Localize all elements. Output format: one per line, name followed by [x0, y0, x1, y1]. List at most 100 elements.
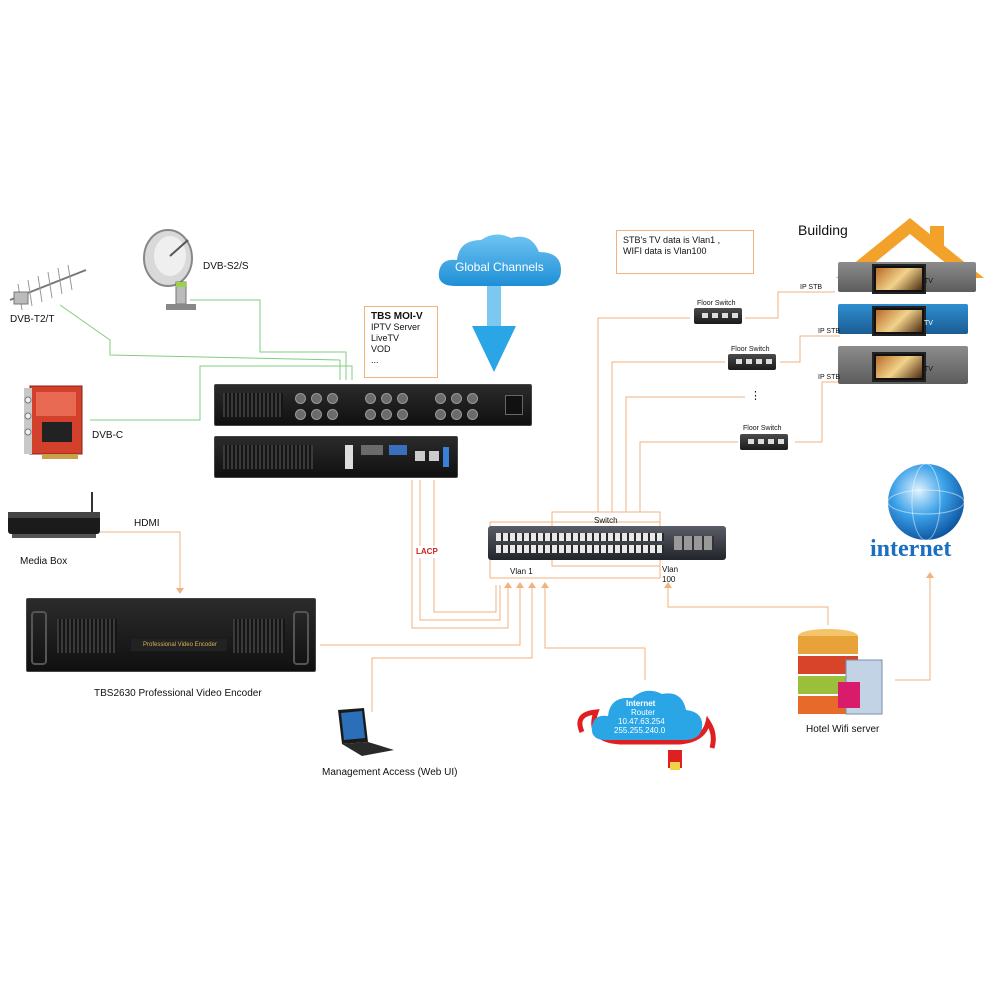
label-internet: internet [870, 536, 952, 562]
server-note-title: TBS MOI-V [371, 311, 423, 322]
label-dvbc: DVB-C [92, 430, 124, 441]
serial-port-icon [361, 445, 383, 455]
router-sub: Router [631, 708, 656, 717]
rf-port-icon [365, 393, 376, 404]
server-note-line: LiveTV [371, 333, 400, 343]
label-tv: TV [924, 278, 933, 285]
sfp-ports [674, 536, 714, 550]
rf-port-icon [397, 393, 408, 404]
label-ip-stb: IP STB [818, 374, 841, 381]
satellite-dish-icon [140, 226, 200, 316]
wire-dvbt [59, 304, 341, 380]
media-box-icon [6, 490, 102, 546]
server-vent [223, 445, 313, 469]
floor-switch-device [694, 308, 742, 324]
power-socket-icon [505, 395, 523, 415]
arrow-internet [926, 572, 934, 578]
label-media-box: Media Box [20, 556, 68, 567]
rf-port-icon [311, 409, 322, 420]
dots-more: ⋮ [750, 390, 761, 402]
label-dvbs: DVB-S2/S [203, 261, 249, 272]
usb-port-icon [345, 445, 353, 469]
label-lacp: LACP [416, 546, 438, 558]
label-vlan100-b: 100 [662, 575, 676, 584]
server-note-line: IPTV Server [371, 322, 421, 332]
wire-stb-2 [780, 335, 840, 363]
internet-globe-icon [880, 462, 972, 546]
wire-management [371, 585, 533, 712]
arrow-switch-2 [516, 582, 524, 588]
arrow-hdmi [176, 588, 184, 594]
wire-internet [895, 575, 931, 681]
wire-floor-2 [611, 361, 725, 512]
router-ip: 10.47.63.254 [618, 717, 665, 726]
stb-note-line: WIFI data is Vlan100 [623, 246, 707, 256]
floor-switch-device [740, 434, 788, 450]
rack-handle-left [31, 611, 47, 665]
arrow-switch-3 [528, 582, 536, 588]
label-tv: TV [924, 366, 933, 373]
encoder-vent [233, 619, 285, 653]
dvb-c-card-icon [22, 382, 90, 462]
wire-encoder [320, 585, 521, 646]
label-switch: Switch [594, 516, 618, 525]
arrow-switch-4 [541, 582, 549, 588]
vga-port-icon [389, 445, 407, 455]
label-building: Building [798, 222, 848, 238]
encoder-badge: Professional Video Encoder [131, 639, 227, 651]
rf-port-icon [397, 409, 408, 420]
wire-stb-1 [745, 291, 835, 319]
rf-port-icon [435, 393, 446, 404]
global-channels-cloud: Global Channels [435, 228, 565, 290]
label-floor-switch: Floor Switch [697, 300, 736, 307]
iptv-server-back [214, 436, 458, 478]
label-management: Management Access (Web UI) [322, 767, 458, 778]
wire-floor-3 [625, 396, 745, 512]
wire-vlan100 [667, 585, 829, 625]
encoder-vent [57, 619, 117, 653]
rf-port-icon [311, 393, 322, 404]
rf-port-icon [467, 409, 478, 420]
label-wifi-server: Hotel Wifi server [806, 724, 880, 735]
router-mask: 255.255.240.0 [614, 726, 666, 735]
rf-port-icon [295, 393, 306, 404]
label-encoder: TBS2630 Professional Video Encoder [94, 688, 262, 699]
label-dvbt: DVB-T2/T [10, 314, 55, 325]
tv-icon [872, 352, 926, 382]
rack-handle-right [293, 611, 309, 665]
server-note-line: ... [371, 355, 379, 365]
label-ip-stb: IP STB [818, 328, 841, 335]
wifi-server-icon [794, 626, 890, 722]
label-floor-switch: Floor Switch [743, 425, 782, 432]
usb-port-icon [443, 447, 449, 467]
label-ip-stb: IP STB [800, 284, 823, 291]
rf-port-icon [435, 409, 446, 420]
wire-floor-4 [639, 441, 738, 512]
arrow-switch-1 [504, 582, 512, 588]
wire-server-lacp-1 [411, 480, 509, 629]
switch-ports [496, 545, 664, 553]
internet-router-cloud: Internet Router 10.47.63.254 255.255.240… [576, 682, 722, 776]
rf-port-icon [327, 409, 338, 420]
label-vlan1: Vlan 1 [510, 567, 533, 576]
iptv-server-front [214, 384, 532, 426]
switch-ports [496, 533, 664, 541]
tv-icon [872, 306, 926, 336]
rf-port-icon [467, 393, 478, 404]
ethernet-port-icon [429, 451, 439, 461]
stb-note: STB's TV data is Vlan1 , WIFI data is Vl… [616, 230, 754, 274]
wire-floor-1 [597, 317, 690, 512]
label-hdmi: HDMI [134, 518, 160, 529]
server-vent [223, 393, 283, 417]
wire-dvbc [90, 365, 353, 421]
floor-switch-device [728, 354, 776, 370]
rf-port-icon [327, 393, 338, 404]
label-global-channels: Global Channels [455, 260, 544, 274]
rf-port-icon [381, 409, 392, 420]
wire-server-lacp-3 [433, 480, 497, 613]
arrow-vlan100 [664, 582, 672, 588]
ethernet-port-icon [415, 451, 425, 461]
video-encoder-device: Professional Video Encoder [26, 598, 316, 672]
core-switch-device [488, 526, 726, 560]
